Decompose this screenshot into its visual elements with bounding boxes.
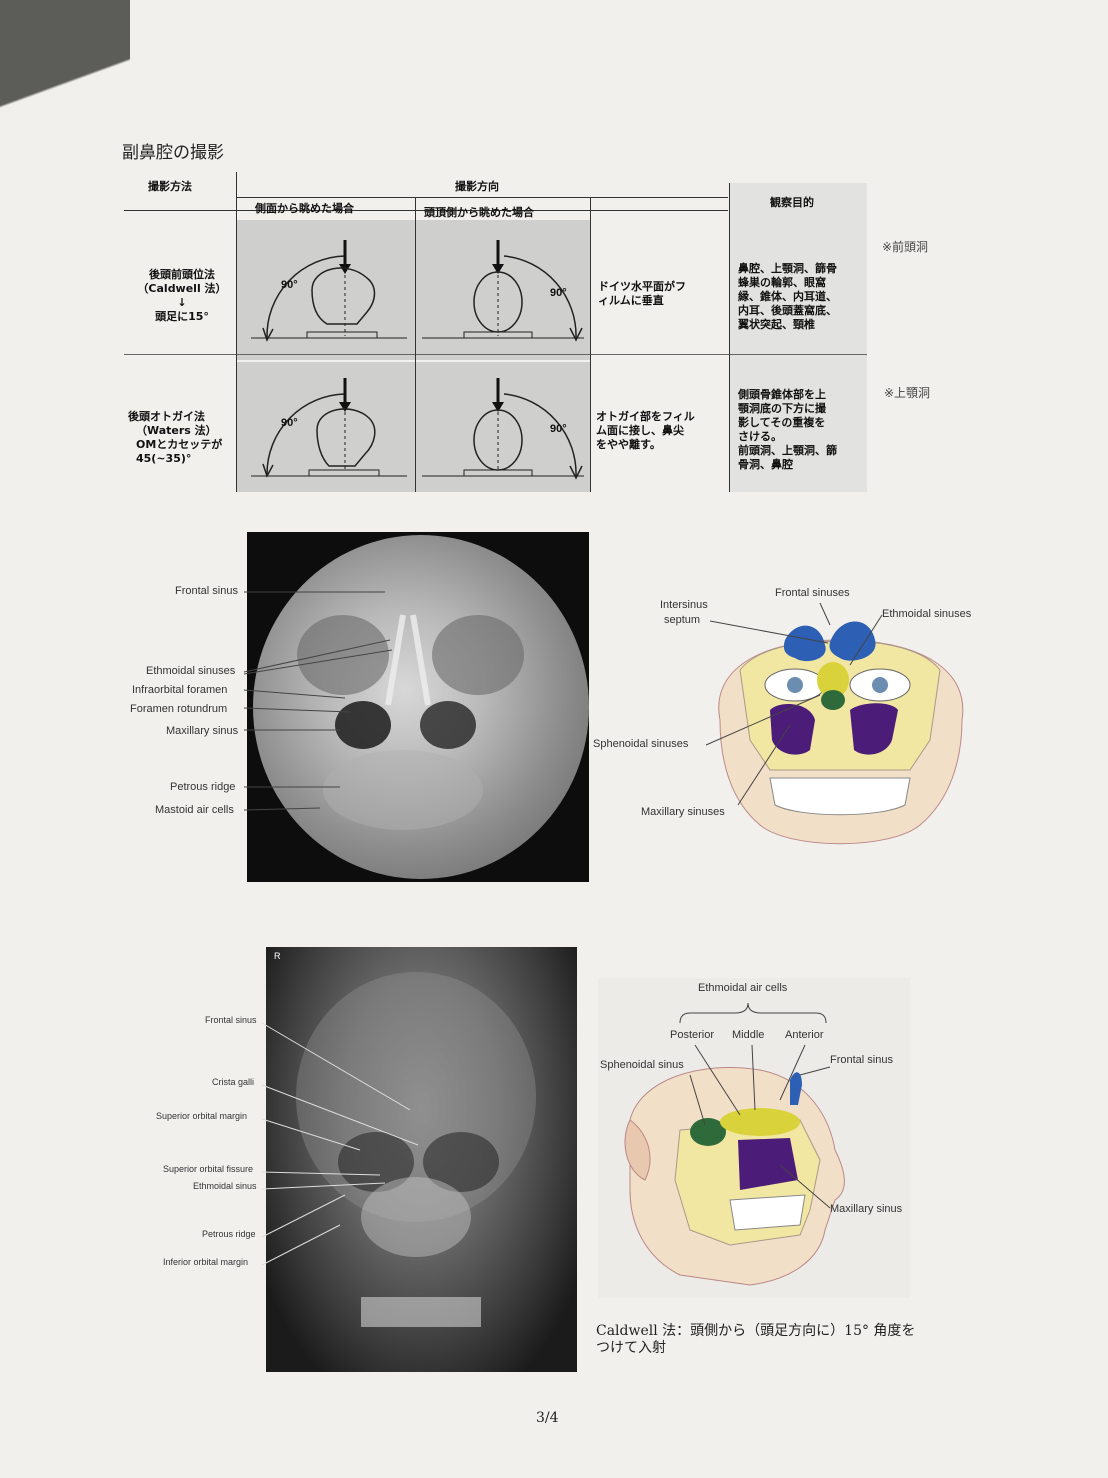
svg-text:90°: 90° (281, 279, 298, 291)
row1-side-note: ※前頭洞 (882, 240, 929, 254)
row2-top-diagram: 90° (422, 378, 584, 480)
label-frontal-sinus: Frontal sinus (175, 585, 238, 597)
label-foramen-rotundrum: Foramen rotundrum (130, 703, 228, 715)
row2-side-diagram: 90° (251, 378, 407, 478)
label-frontal-sinus-illus: Frontal sinus (830, 1054, 893, 1066)
header-direction: 撮影方向 (455, 180, 499, 193)
purpose-column (730, 183, 867, 492)
svg-text:90°: 90° (550, 423, 567, 435)
label-petrous-ridge-2: Petrous ridge (202, 1229, 256, 1239)
table-rule (590, 198, 591, 492)
label-frontal-sinuses: Frontal sinuses (775, 587, 850, 599)
row1-method: 後頭前頭位法 （Caldwell 法） ↓ 頭足に15° (137, 268, 227, 323)
label-intersinus-line2: septum (664, 614, 701, 626)
label-frontal-sinus-2: Frontal sinus (205, 1015, 257, 1025)
row2-method: 後頭オトガイ法 （Waters 法） OMとカセッテが 45(~35)° (128, 410, 223, 465)
caldwell-xray-details: R (274, 951, 536, 1327)
label-middle: Middle (732, 1029, 765, 1041)
label-inferior-orbital-margin: Inferior orbital margin (163, 1257, 249, 1267)
footnote-line2: つけて入射 (596, 1340, 666, 1356)
page-title: 副鼻腔の撮影 (122, 143, 224, 163)
label-sphenoidal-sinuses: Sphenoidal sinuses (593, 738, 689, 750)
frontal-skull-illustration (718, 621, 964, 845)
waters-xray-details (297, 614, 524, 830)
label-crista-galli: Crista galli (212, 1077, 255, 1087)
row1-direction: ドイツ水平面がフ ィルムに垂直 (598, 280, 686, 307)
row2-side-note: ※上顎洞 (884, 386, 931, 400)
table-rule (729, 183, 730, 492)
svg-text:90°: 90° (281, 417, 298, 429)
row1-purpose: 鼻腔、上顎洞、篩骨 蜂巣の輪郭、眼窩 縁、錐体、内耳道、 内耳、後頭蓋窩底、 翼… (738, 262, 837, 331)
table-rule (236, 172, 237, 492)
table-rule (124, 354, 867, 355)
lateral-skull-illustration (624, 1066, 845, 1286)
table-rule (124, 210, 728, 211)
header-top-view: 頭頂側から眺めた場合 (424, 206, 534, 219)
svg-text:R: R (274, 951, 281, 961)
label-sphenoidal-sinus: Sphenoidal sinus (600, 1059, 684, 1071)
frontal-illus-leader-lines (705, 602, 883, 806)
lateral-leader-lines (679, 1002, 831, 1209)
label-posterior: Posterior (670, 1029, 715, 1041)
table-rule (415, 198, 416, 492)
footnote-line1: Caldwell 法：頭側から（頭足方向に）15° 角度を (596, 1323, 916, 1339)
label-maxillary-sinuses: Maxillary sinuses (641, 806, 725, 818)
header-method: 撮影方法 (148, 180, 192, 193)
label-maxillary-sinus-illus: Maxillary sinus (830, 1203, 903, 1215)
svg-text:90°: 90° (550, 287, 567, 299)
label-maxillary-sinus: Maxillary sinus (166, 725, 239, 737)
label-ethmoidal-air-cells: Ethmoidal air cells (698, 982, 788, 994)
header-side-view: 側面から眺めた場合 (255, 202, 354, 215)
label-petrous-ridge: Petrous ridge (170, 781, 236, 793)
row1-top-diagram: 90° (422, 240, 584, 342)
label-superior-orbital-fissure: Superior orbital fissure (163, 1164, 254, 1174)
label-ethmoidal-sinuses-illus: Ethmoidal sinuses (882, 608, 972, 620)
row2-purpose: 側頭骨錐体部を上 顎洞底の下方に撮 影してその重複を さける。 前頭洞、上顎洞、… (738, 388, 837, 471)
label-intersinus-line1: Intersinus (660, 599, 708, 611)
header-purpose: 観察目的 (770, 196, 814, 209)
label-superior-orbital-margin: Superior orbital margin (156, 1111, 248, 1121)
label-ethmoidal-sinuses: Ethmoidal sinuses (146, 665, 236, 677)
row1-side-diagram: 90° (251, 240, 407, 342)
row2-direction: オトガイ部をフィル ム面に接し、鼻尖 をやや離す。 (596, 410, 695, 451)
table-background-corner (0, 0, 130, 230)
table-rule (237, 197, 728, 198)
page-number: 3/4 (536, 1410, 559, 1426)
label-mastoid-air-cells: Mastoid air cells (155, 804, 234, 816)
label-ethmoidal-sinus: Ethmoidal sinus (193, 1181, 257, 1191)
label-anterior: Anterior (785, 1029, 824, 1041)
waters-leader-lines (243, 591, 393, 811)
caldwell-leader-lines (261, 1022, 419, 1266)
label-infraorbital-foramen: Infraorbital foramen (132, 684, 228, 696)
